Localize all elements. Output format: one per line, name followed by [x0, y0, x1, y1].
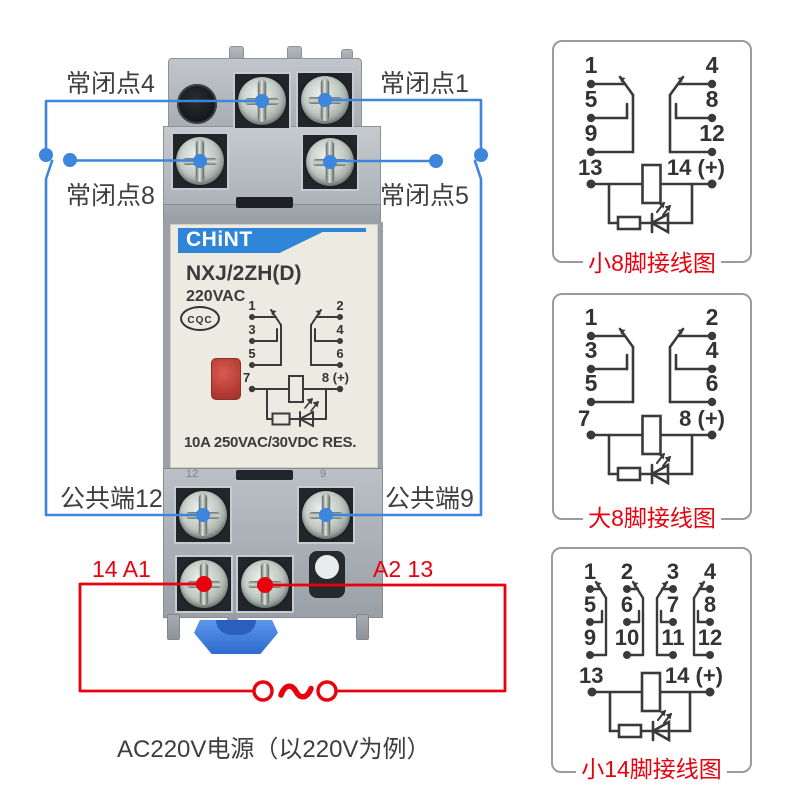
- relay-foot: [167, 614, 180, 640]
- model-number: NXJ/2ZH(D): [186, 262, 302, 285]
- screw-terminal: [296, 71, 354, 129]
- label-common-12: 公共端12: [60, 485, 163, 513]
- relay-foot: [356, 614, 369, 640]
- relay-slot: [236, 470, 293, 480]
- wire-junction-dot: [429, 154, 443, 168]
- screw-terminal: [174, 486, 232, 544]
- embossed-terminal-number: 9: [320, 468, 327, 480]
- diagram-title-row: 小14脚接线图: [551, 750, 752, 784]
- power-terminal-circle: [252, 680, 274, 702]
- screw-terminal: [233, 72, 291, 130]
- screw-terminal: [175, 555, 233, 613]
- contact-rating: 10A 250VAC/30VDC RES.: [184, 434, 357, 451]
- label-nc-point-8: 常闭点8: [66, 182, 155, 210]
- wire-junction-dot: [63, 153, 77, 167]
- coil-voltage: 220VAC: [186, 288, 246, 305]
- mounting-hole: [177, 84, 217, 124]
- wiring-diagram-box-small14: [551, 547, 752, 773]
- label-coil-14-a1: 14 A1: [92, 556, 151, 582]
- label-common-9: 公共端9: [385, 485, 474, 513]
- ac-symbol: [278, 683, 314, 700]
- screw-terminal: [236, 555, 294, 613]
- relay-front-label: [170, 224, 378, 468]
- brand-logo-text: CHiNT: [186, 228, 253, 251]
- diagram-title: 小8脚接线图: [583, 244, 721, 278]
- wire-junction-dot: [39, 148, 53, 162]
- label-power-note: AC220V电源（以220V为例）: [117, 736, 431, 763]
- label-coil-a2-13: A2 13: [373, 556, 434, 582]
- screw-terminal: [301, 133, 359, 191]
- mounting-hole: [309, 551, 345, 598]
- diagram-title: 小14脚接线图: [576, 750, 727, 784]
- wiring-diagram-box-small8: [552, 40, 752, 263]
- diagram-title: 大8脚接线图: [583, 499, 721, 533]
- led-indicator-window: [211, 358, 241, 400]
- label-nc-point-5: 常闭点5: [380, 182, 469, 210]
- embossed-terminal-number: 12: [186, 468, 199, 480]
- power-terminal-circle: [316, 680, 338, 702]
- cqc-certification-mark: CQC: [180, 306, 220, 331]
- diagram-title-row: 小8脚接线图: [552, 244, 752, 278]
- diagram-title-row: 大8脚接线图: [552, 499, 752, 533]
- relay-slot: [236, 197, 293, 208]
- label-nc-point-4: 常闭点4: [66, 70, 155, 98]
- wiring-diagram-box-big8: [552, 293, 752, 520]
- label-nc-point-1: 常闭点1: [380, 70, 469, 98]
- wire-junction-dot: [474, 148, 488, 162]
- screw-terminal: [297, 486, 355, 544]
- screw-terminal: [171, 132, 229, 190]
